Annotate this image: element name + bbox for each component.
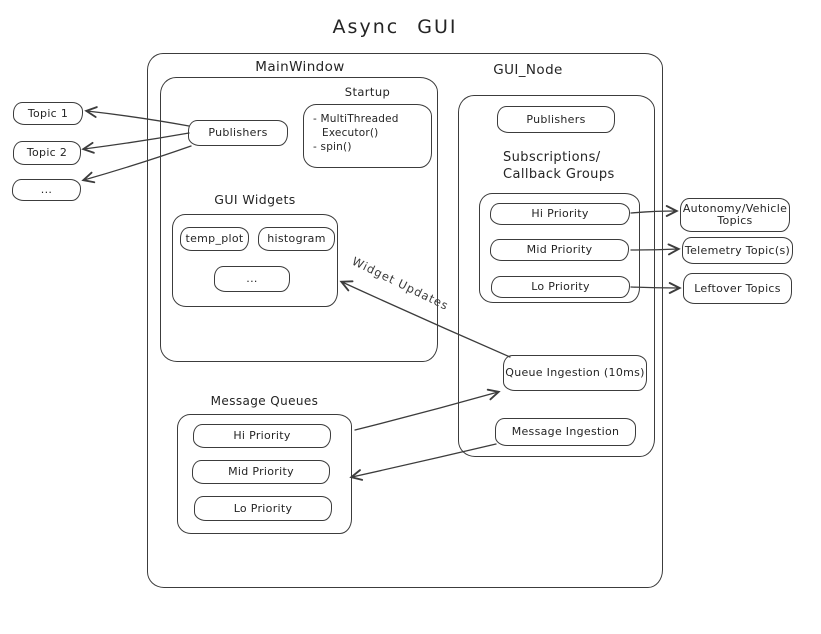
widget-more: ... [214, 266, 290, 292]
subscriptions-label-line1: Subscriptions/ [503, 150, 601, 165]
leftover-topics-box: Leftover Topics [683, 273, 792, 304]
queue-ingestion-box: Queue Ingestion (10ms) [503, 355, 647, 391]
cg-hi-priority: Hi Priority [490, 203, 630, 225]
outer-container [147, 53, 663, 588]
topic-1-box: Topic 1 [13, 102, 83, 125]
gui-widgets-label: GUI Widgets [214, 192, 296, 207]
mq-lo-priority: Lo Priority [194, 496, 332, 521]
mq-hi-priority: Hi Priority [193, 424, 331, 448]
startup-line-3: - spin() [313, 141, 352, 153]
widget-temp-plot: temp_plot [180, 227, 249, 251]
cg-lo-priority: Lo Priority [491, 276, 630, 298]
publishers-box-mainwindow: Publishers [188, 120, 288, 146]
main-window-box [160, 77, 438, 362]
gui-node-label: GUI_Node [493, 62, 563, 78]
startup-line-1: - MultiThreaded [313, 113, 399, 125]
subscriptions-label-line2: Callback Groups [503, 166, 615, 182]
subscriptions-label: Subscriptions/ Callback Groups [503, 150, 653, 183]
callback-groups-box [479, 193, 640, 303]
cg-mid-priority: Mid Priority [490, 239, 629, 261]
gui-widgets-box [172, 214, 338, 307]
startup-text: - MultiThreaded Executor() - spin() [313, 112, 428, 154]
telemetry-topics-box: Telemetry Topic(s) [682, 237, 793, 264]
startup-label: Startup [344, 85, 391, 99]
autonomy-vehicle-topics-box: Autonomy/Vehicle Topics [680, 198, 790, 232]
mq-mid-priority: Mid Priority [192, 460, 330, 484]
gui-node-box [458, 95, 655, 457]
message-ingestion-box: Message Ingestion [495, 418, 636, 446]
diagram-title: Async GUI [332, 16, 458, 38]
widget-histogram: histogram [258, 227, 335, 251]
publishers-box-gui-node: Publishers [497, 106, 615, 133]
message-queues-label: Message Queues [210, 394, 319, 408]
topic-2-box: Topic 2 [13, 141, 81, 165]
topic-more-box: ... [12, 179, 81, 201]
main-window-label: MainWindow [255, 59, 345, 75]
startup-line-2: Executor() [322, 127, 379, 139]
startup-box [303, 104, 432, 168]
